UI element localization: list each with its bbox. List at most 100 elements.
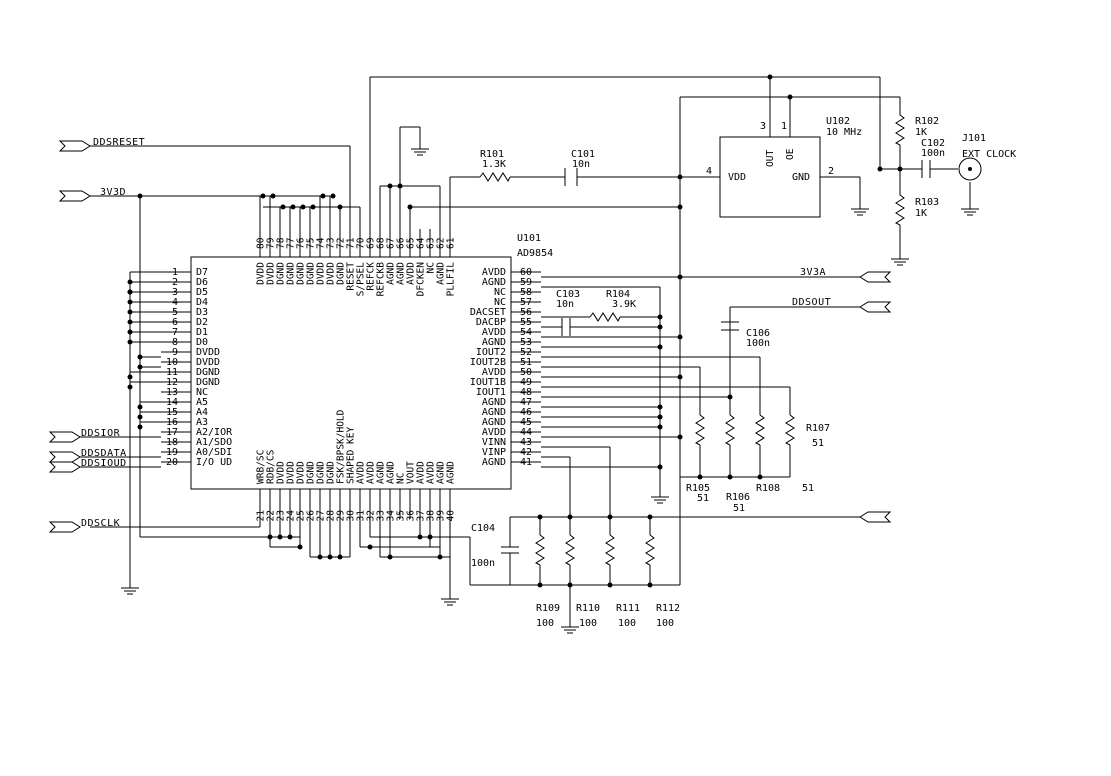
r104-ref: R104 xyxy=(606,289,630,300)
pin-number: 78 xyxy=(276,237,287,249)
c101-value: 10n xyxy=(572,159,590,170)
pin-number: 8 xyxy=(172,337,178,348)
pin-number: 29 xyxy=(336,510,347,522)
pin-name: D3 xyxy=(196,307,208,318)
pin-name: DVDD xyxy=(296,461,307,484)
pin-number: 77 xyxy=(286,238,297,249)
pin-name: RDB/CS xyxy=(266,449,277,484)
pin-name: AGND xyxy=(482,407,506,418)
pin-number: 37 xyxy=(416,510,427,521)
ground-icon xyxy=(441,591,459,606)
chip-ref: U101 xyxy=(517,233,541,244)
resistor-r105 xyxy=(694,414,705,446)
pin-number: 34 xyxy=(386,510,397,522)
pin-number: 54 xyxy=(520,327,532,338)
pin-name: DVDD xyxy=(326,262,337,285)
pin-number: 28 xyxy=(326,510,337,522)
osc-pin-num-gnd: 2 xyxy=(828,166,834,177)
pin-number: 69 xyxy=(366,237,377,249)
ground-icon xyxy=(121,580,139,595)
net-flag-ddsioud: DDSIOUD xyxy=(48,458,161,473)
pin-number: 68 xyxy=(376,237,387,249)
pin-name: D7 xyxy=(196,267,208,278)
pin-number: 10 xyxy=(166,357,178,368)
pin-name: D6 xyxy=(196,277,208,288)
pin-name: DGND xyxy=(296,262,307,285)
pin-number: 38 xyxy=(426,510,437,522)
pin-name: AGND xyxy=(376,461,387,484)
pin-number: 39 xyxy=(436,510,447,522)
ground-icon xyxy=(411,141,429,156)
r110-ref: R110 xyxy=(576,603,600,614)
chip-part: AD9854 xyxy=(517,248,553,259)
pin-name: DGND xyxy=(276,262,287,285)
r103-value: 1K xyxy=(915,208,927,219)
r112-ref: R112 xyxy=(656,603,680,614)
pin-name: SHAPED KEY xyxy=(346,427,357,484)
pin-name: DGND xyxy=(306,262,317,285)
pin-name: DGND xyxy=(306,461,317,484)
pin-name: AGND xyxy=(482,277,506,288)
ground-icon xyxy=(561,619,579,634)
osc-value: 10 MHz xyxy=(826,127,862,138)
pin-number: 31 xyxy=(356,510,367,522)
resistor-r102 xyxy=(894,114,905,146)
r104-value: 3.9K xyxy=(612,299,636,310)
pin-number: 46 xyxy=(520,407,532,418)
r109-value: 100 xyxy=(536,618,554,629)
pin-number: 75 xyxy=(306,238,317,249)
components: R101 1.3K C101 10n VDD GND 4 2 3 1 OUT O… xyxy=(471,114,1016,629)
r105-ref: R105 xyxy=(686,483,710,494)
pin-number: 2 xyxy=(172,277,178,288)
osc-ref: U102 xyxy=(826,116,850,127)
pin-number: 80 xyxy=(256,237,267,249)
pin-name: DFCKEN xyxy=(416,262,427,297)
pin-name: WRB/SC xyxy=(256,450,267,484)
pin-name: AGND xyxy=(482,397,506,408)
pin-number: 50 xyxy=(520,367,532,378)
pin-name: DVDD xyxy=(196,357,220,368)
r108-ref: R108 xyxy=(756,483,780,494)
pin-number: 9 xyxy=(172,347,178,358)
pin-number: 5 xyxy=(172,307,178,318)
resistor-r108 xyxy=(754,414,765,446)
pin-number: 18 xyxy=(166,437,178,448)
pin-number: 20 xyxy=(166,457,178,468)
net-ddsout-label: DDSOUT xyxy=(792,297,831,308)
pin-name: VOUT xyxy=(406,461,417,484)
pin-name: DGND xyxy=(196,377,220,388)
c102-value: 100n xyxy=(921,148,945,159)
pin-number: 22 xyxy=(266,510,277,521)
r110-value: 100 xyxy=(579,618,597,629)
pin-number: 27 xyxy=(316,510,327,521)
pin-number: 13 xyxy=(166,387,178,398)
pin-name: DVDD xyxy=(276,461,287,484)
pin-name: A1/SDO xyxy=(196,437,232,448)
pin-name: AVDD xyxy=(482,327,506,338)
